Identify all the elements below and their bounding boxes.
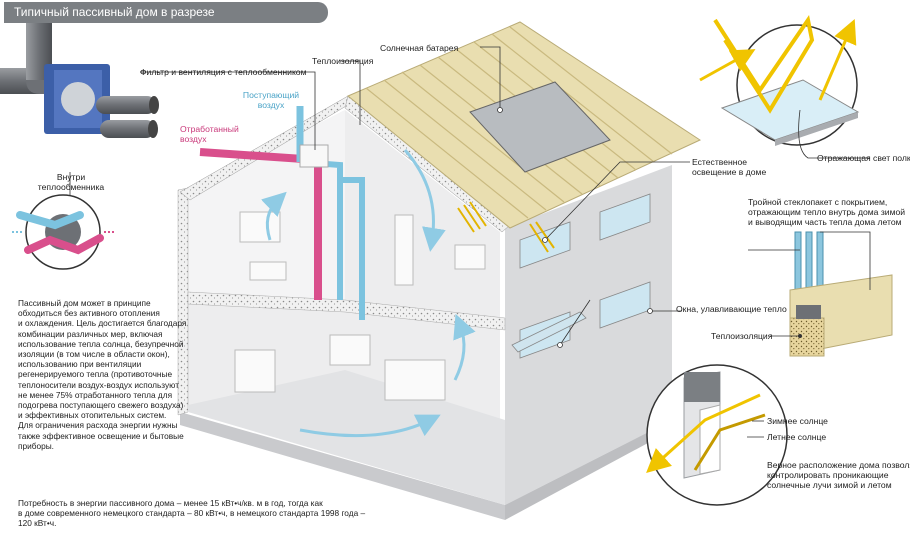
window-section-graphic xyxy=(748,231,893,357)
label-inside-exchanger: Внутри теплообменника xyxy=(36,172,106,192)
label-orientation-line3: солнечные лучи зимой и летом xyxy=(767,480,892,490)
solar-panel xyxy=(469,81,611,173)
label-heat-windows: Окна, улавливающие тепло xyxy=(676,304,787,314)
heat-exchanger-graphic xyxy=(0,15,159,138)
label-natural-light-line1: Естественное xyxy=(692,157,748,167)
label-natural-light-line2: освещение в доме xyxy=(692,167,767,177)
label-exhaust-air-line2: воздух xyxy=(180,134,207,144)
description-line: также эффективное освещение и бытовые xyxy=(18,430,184,441)
description-paragraph: Пассивный дом может в принципе обходитьс… xyxy=(18,298,198,451)
description-line: изоляции (в том числе в области окон), xyxy=(18,349,170,360)
house-foundation-side xyxy=(505,420,672,520)
sofa-upstairs xyxy=(249,261,287,281)
label-incoming-air-line1: Поступающий xyxy=(242,90,300,100)
duct-right-a xyxy=(96,96,156,114)
label-triple-glass: Тройной стеклопакет с покрытием, отражаю… xyxy=(748,197,905,227)
label-reflect-shelf: Отражающая свет полка xyxy=(817,153,910,163)
callout-lines xyxy=(69,46,690,348)
label-orientation: Верное расположение дома позволяет контр… xyxy=(767,460,910,490)
page-title: Типичный пассивный дом в разрезе xyxy=(14,5,215,19)
insulation-block xyxy=(789,317,825,357)
exchanger-inside-graphic xyxy=(12,194,114,270)
counter xyxy=(329,334,371,366)
bath xyxy=(239,211,281,243)
label-filter: Фильтр и вентиляция с теплообменником xyxy=(140,67,307,77)
house-graphic xyxy=(177,21,702,520)
label-triple-glass-line2: отражающим тепло внутрь дома зимой xyxy=(748,207,906,217)
label-natural-light: Естественное освещение в доме xyxy=(692,157,766,177)
ground-floor xyxy=(188,370,505,505)
footnote: Потребность в энергии пассивного дома – … xyxy=(18,498,378,529)
description-line: Для ограничения расхода энергии нужны xyxy=(18,420,178,431)
label-orientation-line2: контролировать проникающие xyxy=(767,470,889,480)
title-bar: Типичный пассивный дом в разрезе xyxy=(4,2,328,23)
description-line: и охлаждения. Цель достигается благодаря xyxy=(18,318,187,329)
bed xyxy=(454,244,486,270)
shade-overhang xyxy=(511,311,587,353)
label-inside-exchanger-line1: Внутри xyxy=(56,172,86,182)
footnote-line: Потребность в энергии пассивного дома – … xyxy=(18,498,323,508)
label-triple-glass-line1: Тройной стеклопакет с покрытием, xyxy=(748,197,888,207)
description-line: использование тепла солнца, безупречной xyxy=(18,338,184,349)
wardrobe xyxy=(394,214,414,286)
label-insulation-right: Теплоизоляция xyxy=(711,331,773,341)
description-line: подогрева поступающего свежего воздуха) xyxy=(18,400,184,411)
description-line: регенерируемого тепла (противоточные xyxy=(18,369,173,380)
label-insulation-top: Теплоизоляция xyxy=(312,56,374,66)
orientation-graphic xyxy=(646,364,788,506)
label-inside-exchanger-line2: теплообменника xyxy=(37,182,105,192)
description-line: теплоносители воздух-воздух используют xyxy=(18,379,179,390)
description-line: приборы. xyxy=(18,440,54,451)
label-solar-panel: Солнечная батарея xyxy=(380,43,459,53)
sofa xyxy=(384,359,446,401)
label-incoming-air-line2: воздух xyxy=(257,100,285,110)
stairs xyxy=(234,349,276,393)
side-window-2 xyxy=(599,193,651,241)
description-line: и эффективных отопительных систем. xyxy=(18,410,167,421)
floor-slab xyxy=(187,291,506,331)
label-triple-glass-line3: и выводящим часть тепла дома летом xyxy=(748,217,902,227)
description-line: не менее 75% отработанного тепла для xyxy=(18,389,173,400)
label-incoming-air: Поступающий воздух xyxy=(242,90,300,110)
description-line: Пассивный дом может в принципе xyxy=(18,298,151,308)
label-exhaust-air: Отработанный воздух xyxy=(180,124,239,144)
side-window-1 xyxy=(519,221,571,269)
label-orientation-line1: Верное расположение дома позволяет xyxy=(767,460,910,470)
description-line: обходиться без активного отопления xyxy=(18,308,160,319)
light-shelf-graphic xyxy=(699,14,870,159)
label-summer-sun: Летнее солнце xyxy=(767,432,827,442)
ventilation-unit xyxy=(299,144,329,168)
description-line: комбинации различных мер, включая xyxy=(18,328,163,339)
label-winter-sun: Зимнее солнце xyxy=(767,416,828,426)
description-line: использованию при вентиляции xyxy=(18,359,142,370)
house-foundation-front xyxy=(180,412,505,520)
label-exhaust-air-line1: Отработанный xyxy=(180,124,239,134)
duct-right-b xyxy=(100,120,155,138)
exchanger-core xyxy=(61,82,95,116)
footnote-line: в доме современного немецкого стандарта … xyxy=(18,508,366,529)
